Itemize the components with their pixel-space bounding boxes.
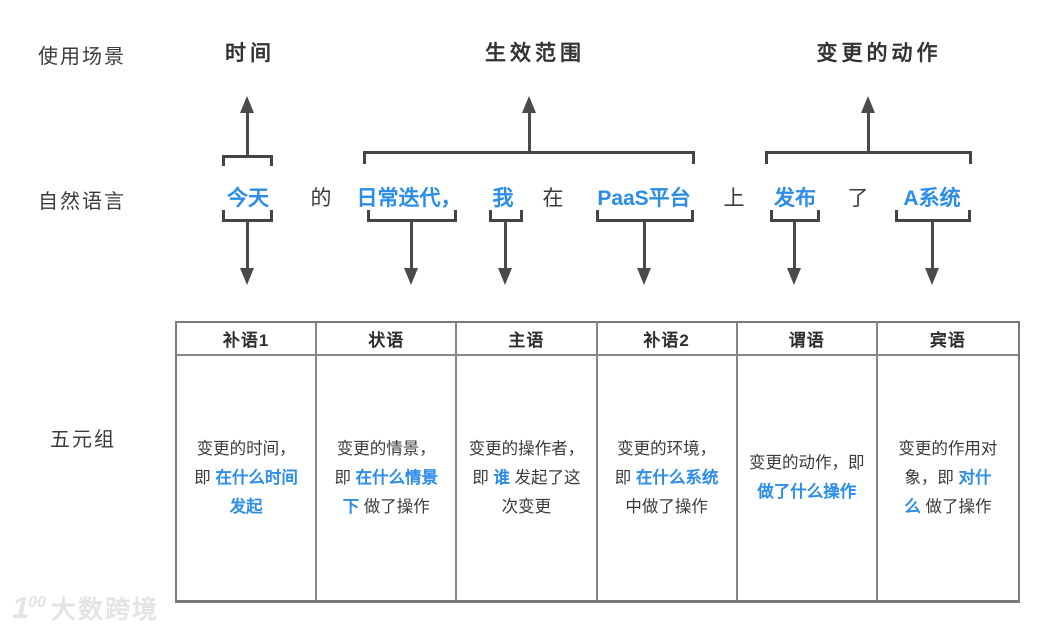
table-header-complement2: 补语2 xyxy=(597,323,738,356)
table-cell-object: 变更的作用对象，即 对什么 做了操作 xyxy=(898,439,998,516)
bracket-bottom-iteration xyxy=(367,210,457,222)
word-de: 的 xyxy=(310,187,332,210)
table-cell-complement1: 变更的时间，即 在什么时间发起 xyxy=(177,356,318,600)
word-le: 了 xyxy=(847,187,869,210)
watermark-text: 大数跨境 xyxy=(51,596,160,624)
bracket-bottom-system-a xyxy=(895,210,971,222)
word-shang: 上 xyxy=(723,187,745,210)
bracket-top-time xyxy=(222,155,273,166)
table-header-complement1: 补语1 xyxy=(177,323,318,356)
watermark: 100 大数跨境 xyxy=(12,590,159,626)
label-usage-scenario: 使用场景 xyxy=(38,46,126,68)
scene-header-action: 变更的动作 xyxy=(816,42,942,65)
word-me: 我 xyxy=(492,187,514,210)
word-system-a: A系统 xyxy=(903,187,961,210)
table-header-object: 宾语 xyxy=(877,323,1018,356)
bracket-top-scope xyxy=(363,151,695,164)
table-header-subject: 主语 xyxy=(457,323,598,356)
word-daily-iteration: 日常迭代， xyxy=(356,187,462,210)
word-publish: 发布 xyxy=(774,187,816,210)
table-header-predicate: 谓语 xyxy=(737,323,878,356)
word-paas-platform: PaaS平台 xyxy=(597,187,691,210)
table-cell-complement2: 变更的环境，即 在什么系统中做了操作 xyxy=(598,356,738,600)
word-today: 今天 xyxy=(227,187,269,210)
table-cell-subject: 变更的操作者，即 谁 发起了这次变更 xyxy=(457,356,598,600)
bracket-bottom-publish xyxy=(770,210,820,222)
table-cell-adverbial: 变更的情景，即 在什么情景下 做了操作 xyxy=(317,356,458,600)
watermark-logo-icon: 100 xyxy=(12,590,47,625)
bracket-top-action xyxy=(765,151,972,164)
table-cell-predicate: 变更的动作，即做了什么操作 xyxy=(738,356,878,600)
bracket-bottom-today xyxy=(222,210,273,222)
scene-header-scope: 生效范围 xyxy=(485,42,585,65)
bracket-bottom-paas xyxy=(596,210,694,222)
bracket-bottom-me xyxy=(489,210,523,222)
label-five-tuple: 五元组 xyxy=(50,429,116,451)
label-natural-language: 自然语言 xyxy=(38,191,126,213)
five-tuple-table: 补语1 状语 主语 补语2 谓语 宾语 变更的时间，即 在什么时间发起 变更的情… xyxy=(175,321,1020,603)
word-zai: 在 xyxy=(542,187,564,210)
table-header-adverbial: 状语 xyxy=(317,323,458,356)
scene-header-time: 时间 xyxy=(225,42,275,65)
